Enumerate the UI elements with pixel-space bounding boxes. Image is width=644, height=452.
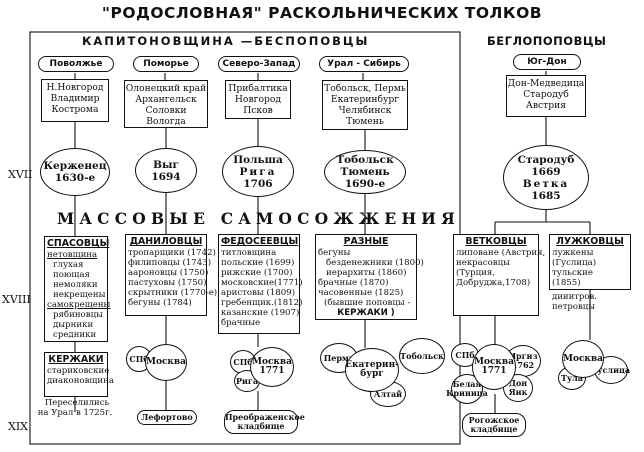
- region-ural-siberia: Урал - Сибирь: [319, 56, 409, 72]
- century-xvii: XVII: [8, 168, 33, 181]
- region-south-don: Юг-Дон: [513, 54, 581, 70]
- region-northwest: Северо-Запад: [218, 56, 300, 72]
- sect-luzhkovtsy: ЛУЖКОВЦЫ лужкены (Гуслица) тульские (185…: [549, 234, 631, 290]
- chart-title: "РОДОСЛОВНАЯ" РАСКОЛЬНИЧЕСКИХ ТОЛКОВ: [101, 4, 543, 22]
- region-pomorye: Поморье: [133, 56, 199, 72]
- luzhkovtsy-extra: дииитров.петровцы: [552, 292, 597, 312]
- node-tobolsk: Тобольск: [399, 338, 445, 374]
- sect-spasovtsy: СПАСОВЦЫ нетовщина глухая поющая немоляк…: [44, 236, 110, 342]
- century-xviii: XVIII: [2, 293, 31, 306]
- sect-vetkovtsy: ВЕТКОВЦЫ липоване (Австрия, 1783) некрас…: [453, 234, 573, 316]
- region-povolzhye: Поволжье: [38, 56, 114, 72]
- sect-fedoseevtsy: ФЕДОСЕЕВЦЫ титловщина польские (1699) ри…: [218, 234, 303, 334]
- mass-self-immolation-label: МАССОВЫЕ САМОСОЖЖЕНИЯ: [57, 209, 460, 228]
- node-moscow-danilov: Москва: [145, 344, 187, 381]
- group-header-bespopovtsy: КАПИТОНОВЩИНА —БЕСПОПОВЦЫ: [82, 34, 370, 48]
- cemetery-lefortovo: Лефортово: [137, 410, 197, 425]
- node-ekaterinburg: Екатерин-бург: [345, 348, 399, 392]
- sect-danilovtsy: ДАНИЛОВЦЫ тропарщики (1742) филиповцы (1…: [125, 234, 217, 316]
- group-header-beglopopovtsy: БЕГЛОПОПОВЦЫ: [487, 34, 607, 48]
- node-moscow-luzh: Москва: [562, 340, 604, 378]
- century-xix: XIX: [8, 420, 29, 433]
- sect-kerzhaki: КЕРЖАКИ стариковские диаконовщина: [44, 352, 114, 397]
- sect-raznye: РАЗНЫЕ бегуны безденежники (1800) иерарх…: [315, 234, 424, 320]
